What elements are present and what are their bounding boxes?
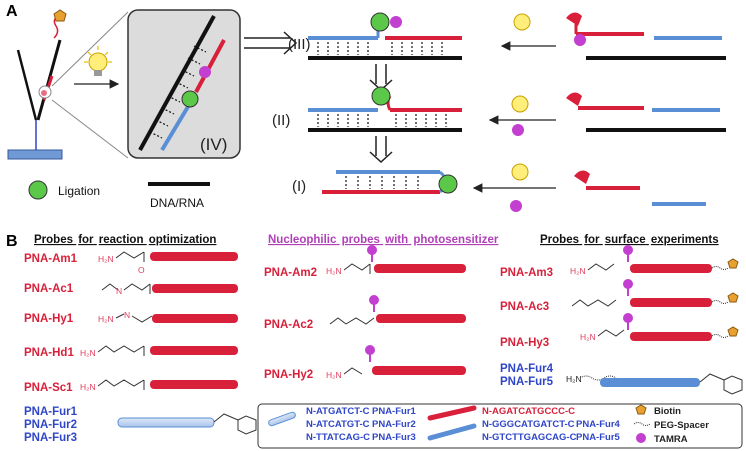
svg-text:H₂N: H₂N — [98, 254, 114, 264]
right-structures: H₂N H₂N H₂N — [566, 245, 743, 395]
key-peg: PEG-Spacer — [654, 420, 709, 431]
seq-red: N-AGATCATGCCC-C — [482, 406, 575, 417]
duplex-iii — [308, 12, 462, 60]
seq-name-fur1: PNA-Fur1 — [372, 406, 417, 417]
middle-structures: H₂N H₂N — [326, 245, 466, 380]
probe-pna-hy1: PNA-Hy1 — [24, 313, 74, 325]
probe-pna-sc1: PNA-Sc1 — [24, 382, 73, 394]
svg-text:H₂N: H₂N — [326, 370, 342, 380]
svg-text:H₂N: H₂N — [570, 266, 586, 276]
svg-text:H₂N: H₂N — [566, 374, 582, 384]
probe-pna-am3: PNA-Am3 — [500, 267, 553, 279]
roman-iv: (IV) — [200, 135, 227, 154]
probe-pna-fur1: PNA-Fur1 — [24, 406, 78, 418]
header-middle: Nucleophilic probes with photosensitizer — [268, 234, 499, 246]
seq-fur4: N-GGGCATGATCT-C — [482, 419, 575, 430]
surface-slide — [7, 149, 63, 160]
surface-construct — [7, 9, 67, 160]
left-structures: H₂N O N H₂N N H₂N H₂N — [80, 251, 257, 435]
peg-key-icon — [633, 422, 651, 426]
probe-pna-ac3: PNA-Ac3 — [500, 301, 549, 313]
key-biotin: Biotin — [654, 406, 681, 417]
middle-probe-list: PNA-Am2 PNA-Ac2 PNA-Hy2 — [264, 267, 317, 381]
svg-text:H₂N: H₂N — [80, 348, 96, 358]
light-bulb-icon — [84, 46, 112, 76]
seq-fur5: N-GTCTTGAGCAG-C — [482, 432, 577, 443]
duplex-i — [322, 170, 458, 194]
duplex-ii — [308, 86, 462, 132]
seq-fur2: N-ATCATGT-C — [306, 419, 370, 430]
tamra-key-icon — [636, 433, 646, 443]
svg-text:H₂N: H₂N — [580, 332, 596, 342]
legend-ligation: Ligation — [58, 184, 100, 198]
key-tamra: TAMRA — [654, 434, 688, 445]
biotin-icon — [53, 9, 67, 22]
probe-pna-hy2: PNA-Hy2 — [264, 369, 313, 381]
roman-i: (I) — [292, 178, 306, 195]
probe-pna-hd1: PNA-Hd1 — [24, 347, 74, 359]
probe-pna-am2: PNA-Am2 — [264, 267, 317, 279]
roman-iii: (III) — [288, 36, 311, 53]
left-probe-list: PNA-Am1 PNA-Ac1 PNA-Hy1 PNA-Hd1 PNA-Sc1 … — [24, 253, 78, 444]
panel-a-label: A — [6, 3, 18, 20]
svg-text:H₂N: H₂N — [80, 382, 96, 392]
row-iii-inputs — [500, 12, 726, 60]
panel-b-label: B — [6, 233, 18, 250]
biotin-key-icon — [635, 404, 647, 415]
row-ii-inputs — [488, 92, 726, 136]
seq-name-fur4: PNA-Fur4 — [576, 419, 621, 430]
row-i-inputs — [472, 163, 706, 212]
probe-pna-hy3: PNA-Hy3 — [500, 337, 549, 349]
right-probe-list: PNA-Am3 PNA-Ac3 PNA-Hy3 PNA-Fur4 PNA-Fur… — [500, 267, 554, 388]
seq-name-fur3: PNA-Fur3 — [372, 432, 416, 443]
probe-pna-fur5: PNA-Fur5 — [500, 376, 554, 388]
probe-pna-fur2: PNA-Fur2 — [24, 419, 77, 431]
seq-name-fur5: PNA-Fur5 — [576, 432, 621, 443]
probe-pna-ac2: PNA-Ac2 — [264, 319, 313, 331]
svg-text:H₂N: H₂N — [98, 314, 114, 324]
sequence-legend-box: N-ATGATCT-C N-ATCATGT-C N-TTATCAG-C PNA-… — [257, 403, 743, 449]
probe-pna-fur4: PNA-Fur4 — [500, 363, 554, 375]
svg-text:O: O — [138, 265, 145, 275]
seq-fur3: N-TTATCAG-C — [306, 432, 370, 443]
seq-fur1: N-ATGATCT-C — [306, 406, 370, 417]
ligation-icon — [28, 180, 48, 200]
target-strand — [16, 49, 38, 121]
header-right: Probes for surface experiments — [540, 234, 719, 246]
probe-pna-am1: PNA-Am1 — [24, 253, 78, 265]
svg-text:H₂N: H₂N — [326, 266, 342, 276]
header-left: Probes for reaction optimization — [34, 234, 216, 246]
roman-ii: (II) — [272, 112, 290, 129]
svg-text:N: N — [116, 286, 122, 296]
zoom-box-iv: (IV) — [127, 9, 241, 159]
probe-pna-ac1: PNA-Ac1 — [24, 283, 74, 295]
probe-pna-fur3: PNA-Fur3 — [24, 432, 77, 444]
svg-text:N: N — [124, 310, 130, 320]
legend-dna-rna: DNA/RNA — [150, 196, 204, 210]
seq-name-fur2: PNA-Fur2 — [372, 419, 416, 430]
